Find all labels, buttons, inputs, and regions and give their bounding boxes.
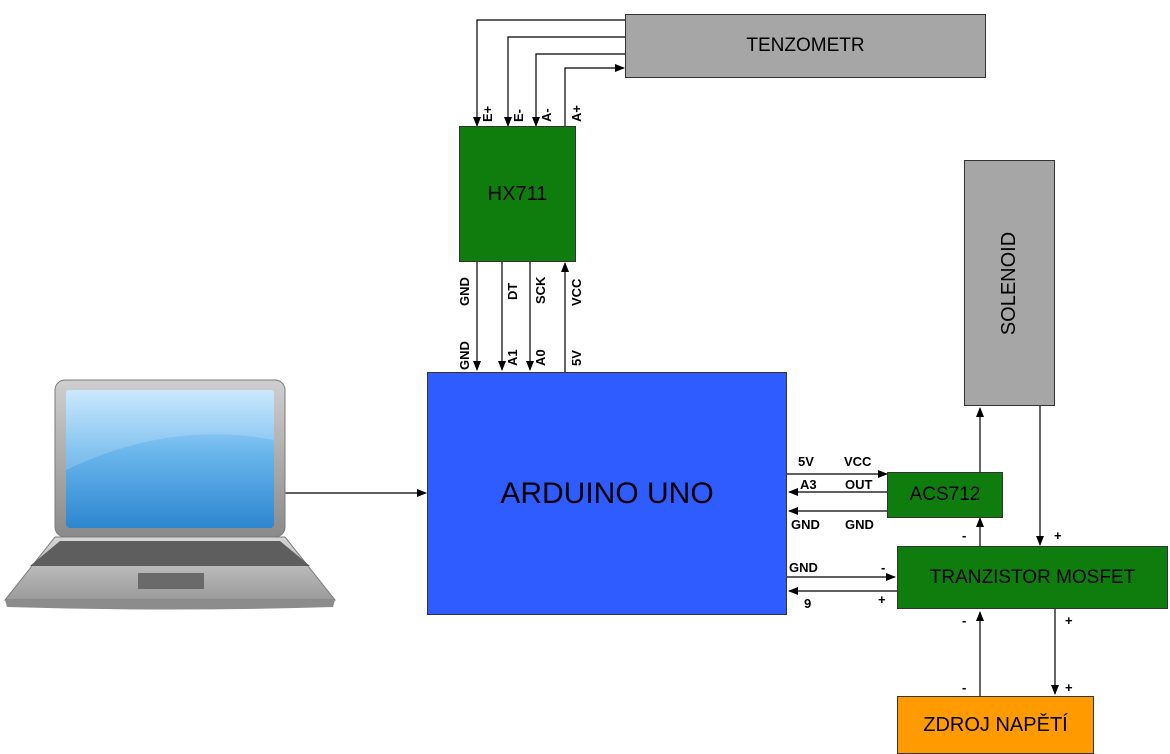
pin-ard-gnd: GND bbox=[457, 341, 472, 370]
pin-mos-plus-left: + bbox=[878, 592, 886, 607]
pin-acs-vcc: VCC bbox=[844, 454, 872, 469]
tenzometr-label: TENZOMETR bbox=[746, 35, 865, 56]
pin-zdroj-minus: - bbox=[962, 680, 967, 695]
pin-acs-out: OUT bbox=[845, 477, 873, 492]
pin-ard-a0: A0 bbox=[533, 349, 548, 366]
acs712-block: ACS712 bbox=[887, 472, 1003, 518]
pin-a-minus: A- bbox=[539, 108, 554, 122]
pin-ard-a1: A1 bbox=[505, 349, 520, 366]
pin-e-plus: E+ bbox=[480, 105, 495, 122]
wire-e-plus bbox=[473, 19, 625, 127]
arduino-block: ARDUINO UNO bbox=[427, 372, 787, 615]
pin-hx-dt: DT bbox=[505, 282, 520, 300]
wire-a-minus bbox=[532, 53, 625, 127]
pin-ard-right-9: 9 bbox=[804, 596, 812, 611]
pin-a-plus: A+ bbox=[569, 105, 584, 122]
pin-e-minus: E- bbox=[511, 109, 526, 122]
wire-a-plus bbox=[564, 64, 625, 126]
pin-hx-vcc: VCC bbox=[569, 278, 584, 306]
pin-mos-plus-top: + bbox=[1054, 528, 1062, 543]
pin-ard-right-gnd-mos: GND bbox=[789, 560, 818, 575]
pin-ard-right-a3: A3 bbox=[800, 477, 817, 492]
solenoid-block: SOLENOID bbox=[964, 160, 1055, 406]
zdroj-label: ZDROJ NAPĚTÍ bbox=[923, 713, 1068, 736]
zdroj-block: ZDROJ NAPĚTÍ bbox=[897, 696, 1094, 754]
pin-mos-minus-bottom: - bbox=[962, 613, 967, 628]
arduino-label: ARDUINO UNO bbox=[500, 476, 714, 510]
pin-zdroj-plus: + bbox=[1065, 680, 1073, 695]
tenzometr-block: TENZOMETR bbox=[625, 14, 986, 78]
hx711-block: HX711 bbox=[459, 126, 576, 262]
acs712-label: ACS712 bbox=[909, 484, 981, 505]
pin-acs-gnd: GND bbox=[845, 517, 874, 532]
mosfet-block: TRANZISTOR MOSFET bbox=[897, 546, 1168, 609]
wire-e-minus bbox=[504, 36, 625, 127]
pin-hx-gnd: GND bbox=[457, 277, 472, 306]
pin-ard-right-gnd-acs: GND bbox=[791, 517, 820, 532]
pin-mos-plus-bottom: + bbox=[1065, 613, 1073, 628]
pin-ard-right-5v: 5V bbox=[798, 454, 814, 469]
hx711-label: HX711 bbox=[487, 182, 548, 205]
pin-ard-5v: 5V bbox=[569, 350, 584, 366]
laptop-icon bbox=[3, 379, 337, 610]
solenoid-label: SOLENOID bbox=[998, 231, 1021, 335]
pin-hx-sck: SCK bbox=[533, 276, 548, 304]
pin-mos-minus-left: - bbox=[881, 560, 886, 575]
mosfet-label: TRANZISTOR MOSFET bbox=[929, 566, 1136, 588]
pin-mos-minus-top: - bbox=[962, 528, 967, 543]
